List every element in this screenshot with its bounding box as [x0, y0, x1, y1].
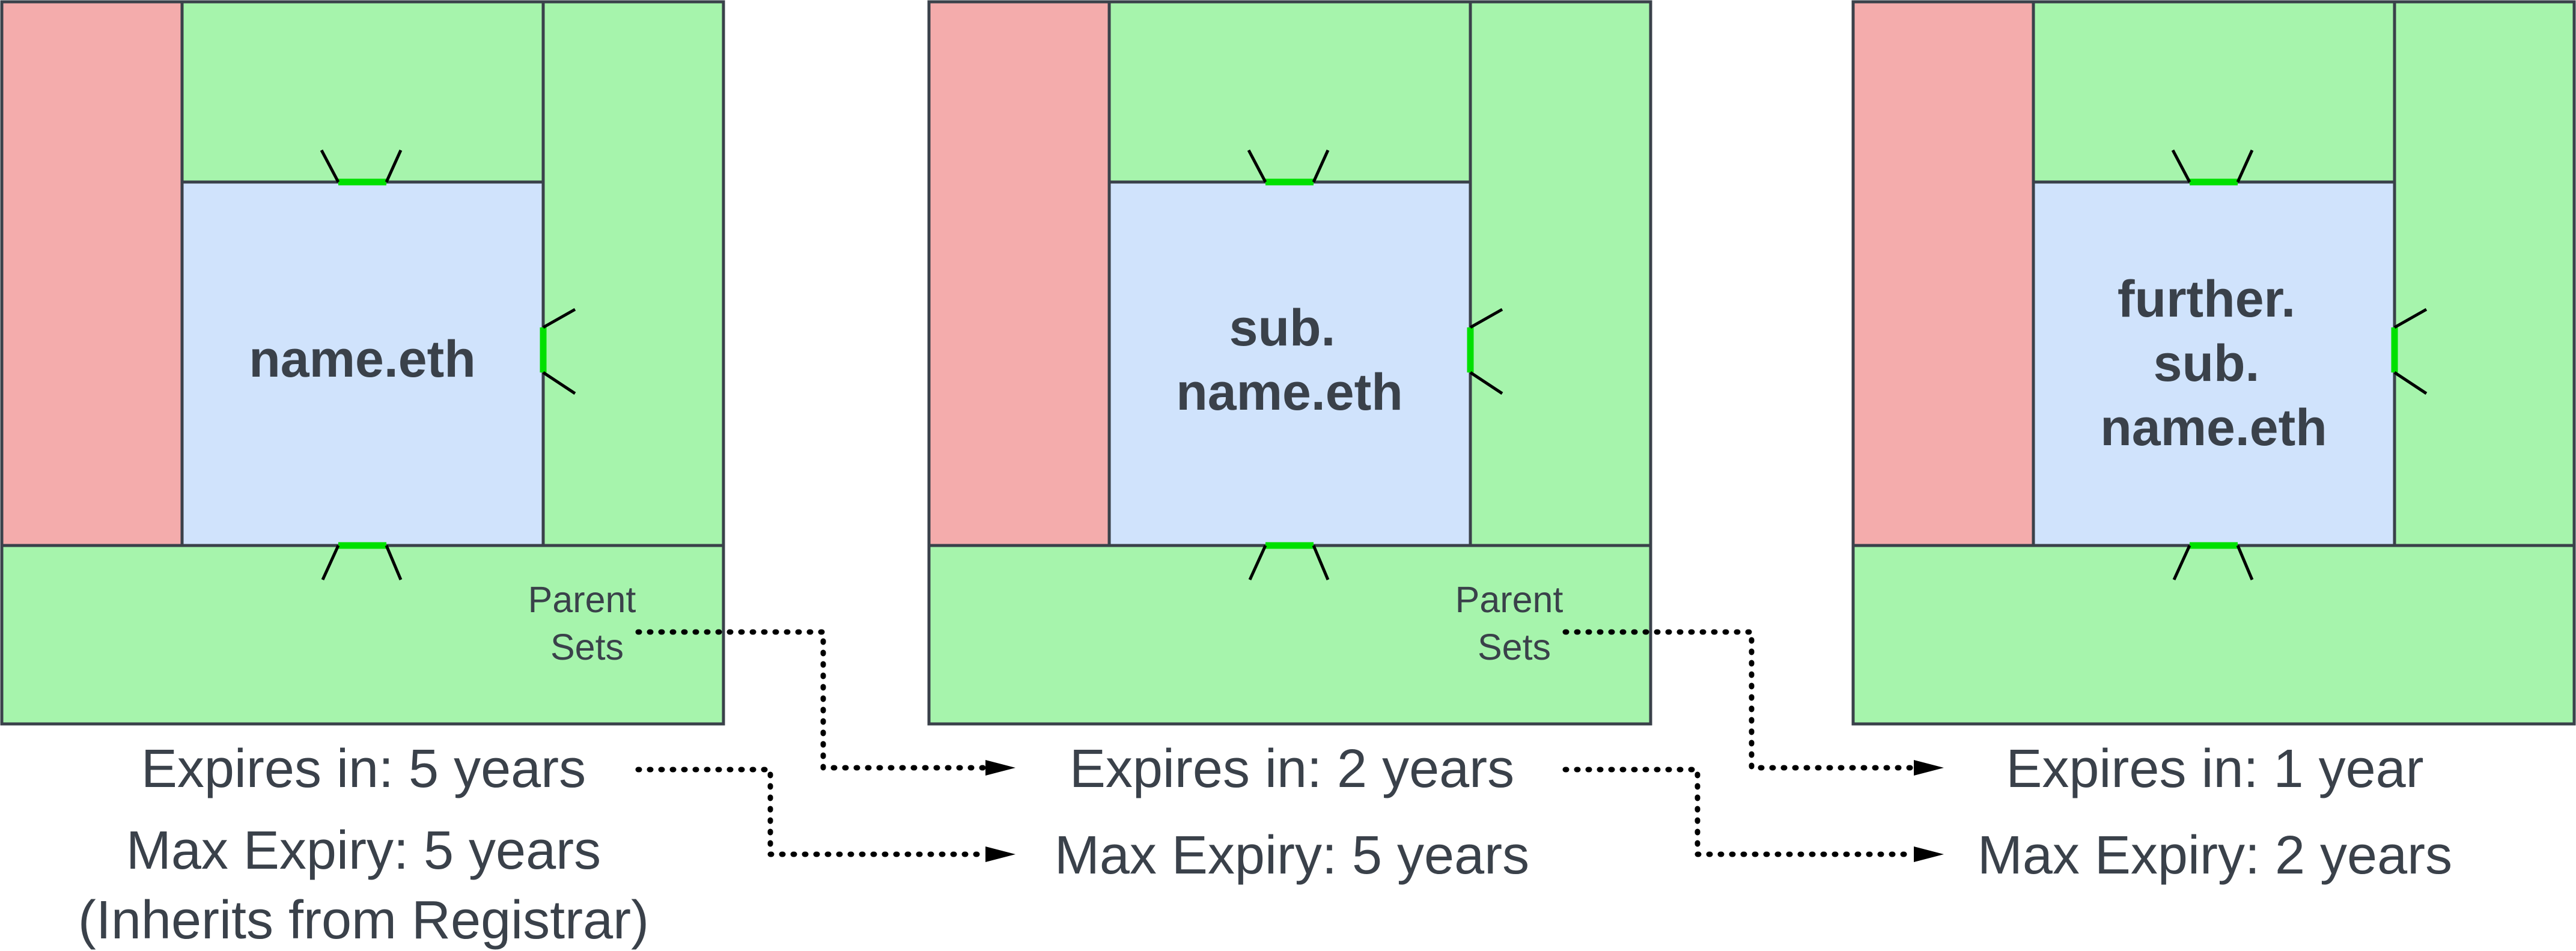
fuse-mark-top-1 — [320, 149, 403, 186]
parent-controlled-panel-3 — [1851, 544, 2576, 726]
owner-panel-1 — [0, 0, 184, 547]
owner-panel-2 — [927, 0, 1111, 547]
parent-sets-label-2: Parent Sets — [1455, 579, 1574, 667]
name-line: sub. — [2154, 335, 2260, 392]
fuse-mark-top-2 — [1247, 149, 1330, 186]
parent-sets-line: Parent — [1455, 579, 1564, 620]
arrowhead-icon — [1914, 846, 1944, 862]
top-panel-3 — [2032, 0, 2396, 184]
arrowhead-icon — [985, 846, 1015, 862]
arrow-parent-sets-to-expires-2 — [635, 629, 988, 771]
arrow-expires-1-to-max-expiry-2 — [635, 767, 988, 857]
name-panel-2 — [1107, 180, 1472, 547]
fuse-mark-right-2 — [1467, 308, 1503, 395]
arrowhead-icon — [985, 760, 1015, 776]
wrapper-box-1: name.eth Parent Sets — [0, 0, 725, 726]
parent-controlled-panel-1 — [0, 544, 725, 726]
right-panel-3 — [2393, 0, 2576, 547]
right-panel-1 — [541, 0, 725, 547]
inherit-note-1: (Inherits from Registrar) — [78, 890, 649, 950]
parent-controlled-panel-2 — [927, 544, 1652, 726]
name-panel-3 — [2032, 180, 2396, 547]
arrow-expires-2-to-max-expiry-3 — [1562, 767, 1917, 857]
name-line: further. — [2118, 270, 2295, 328]
fuse-mark-right-1 — [540, 308, 576, 395]
top-panel-2 — [1107, 0, 1472, 184]
connector-arrows — [635, 629, 1917, 857]
expires-label-1: Expires in: 5 years — [141, 739, 586, 799]
parent-sets-line: Parent — [528, 579, 636, 620]
fuse-mark-bottom-3 — [2172, 542, 2254, 581]
parent-sets-line: Sets — [1478, 627, 1551, 667]
max-expiry-label-2: Max Expiry: 5 years — [1055, 825, 1529, 886]
top-panel-1 — [180, 0, 545, 184]
expires-label-2: Expires in: 2 years — [1070, 739, 1514, 799]
name-line: name.eth — [2100, 399, 2327, 457]
fuse-mark-right-3 — [2391, 308, 2428, 395]
owner-panel-3 — [1851, 0, 2035, 547]
name-label-3: further. sub. name.eth — [2100, 270, 2327, 457]
wrapper-box-2: sub. name.eth Parent Sets — [927, 0, 1652, 726]
arrow-parent-sets-to-expires-3 — [1562, 629, 1917, 771]
name-label-2: sub. name.eth — [1176, 299, 1403, 421]
name-label-1: name.eth — [249, 330, 476, 388]
name-panel-1 — [180, 180, 545, 547]
arrowhead-icon — [1914, 760, 1944, 776]
arrowheads — [985, 760, 1944, 862]
parent-sets-label-1: Parent Sets — [528, 579, 647, 667]
wrapper-box-3: further. sub. name.eth — [1851, 0, 2576, 726]
name-line: name.eth — [1176, 363, 1403, 421]
max-expiry-label-3: Max Expiry: 2 years — [1978, 825, 2452, 886]
expires-label-3: Expires in: 1 year — [2006, 739, 2423, 799]
parent-sets-line: Sets — [550, 627, 624, 667]
fuse-mark-bottom-1 — [321, 542, 403, 581]
right-panel-2 — [1469, 0, 1652, 547]
fuse-mark-top-3 — [2171, 149, 2254, 186]
fuse-mark-bottom-2 — [1248, 542, 1330, 581]
name-line: sub. — [1229, 299, 1336, 357]
name-line: name.eth — [249, 330, 476, 388]
max-expiry-label-1: Max Expiry: 5 years — [126, 821, 601, 881]
